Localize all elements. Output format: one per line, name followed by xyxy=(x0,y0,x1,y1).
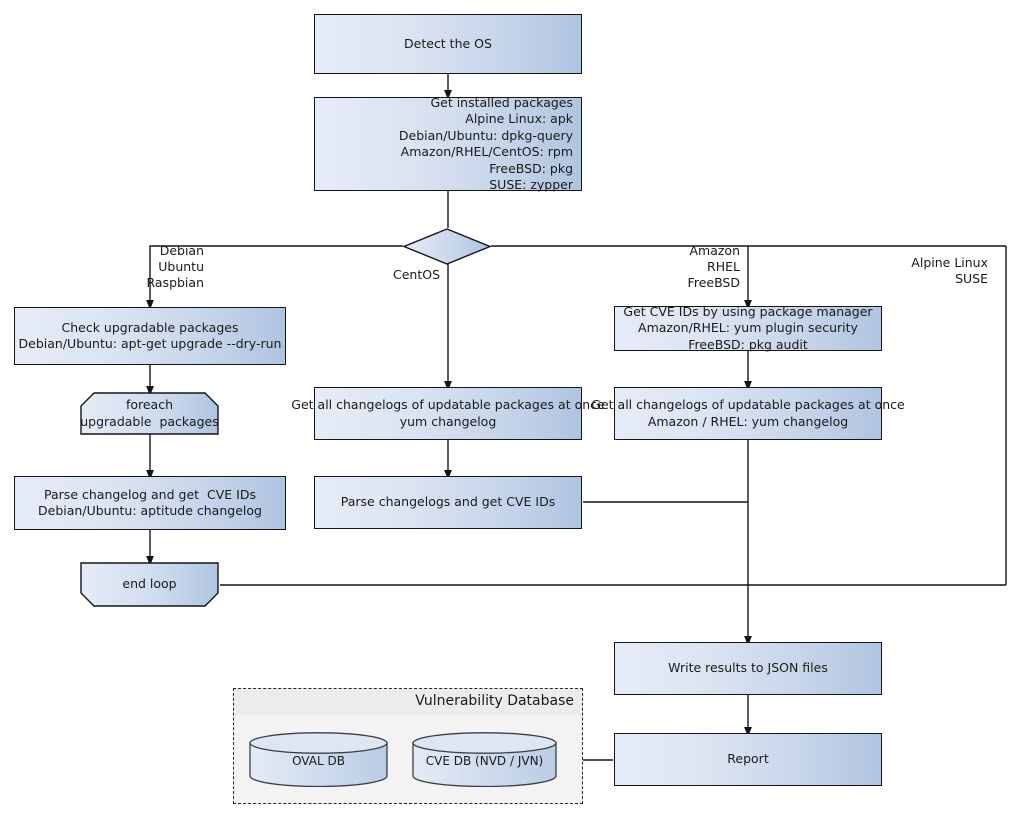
node-changelogs-centos[interactable]: Get all changelogs of updatable packages… xyxy=(291,387,605,440)
node-end-loop-label: end loop xyxy=(122,576,177,592)
node-parse-changelogs-centos[interactable]: Parse changelogs and get CVE IDs xyxy=(314,476,582,529)
branch-label-alpine: Alpine Linux SUSE xyxy=(856,255,988,287)
node-get-cve-package-manager-label: Get CVE IDs by using package manager Ama… xyxy=(623,303,873,352)
node-foreach-loop[interactable]: foreach upgradable packages xyxy=(80,392,219,435)
branch-label-centos-text: CentOS xyxy=(392,267,440,282)
database-cve[interactable]: CVE DB (NVD / JVN) xyxy=(412,732,557,787)
diamond-shape xyxy=(402,228,492,265)
branch-label-debian-text: Debian Ubuntu Raspbian xyxy=(146,243,204,290)
node-detect-os[interactable]: Detect the OS xyxy=(314,14,582,74)
node-end-loop[interactable]: end loop xyxy=(80,562,219,607)
node-write-json-label: Write results to JSON files xyxy=(668,660,828,676)
node-parse-changelogs-centos-label: Parse changelogs and get CVE IDs xyxy=(340,494,556,510)
loop-end-shape xyxy=(80,562,219,607)
database-oval-label: OVAL DB xyxy=(292,754,345,768)
node-changelogs-centos-label: Get all changelogs of updatable packages… xyxy=(291,397,605,429)
branch-label-debian: Debian Ubuntu Raspbian xyxy=(60,243,204,291)
node-get-installed-packages[interactable]: Get installed packages Alpine Linux: apk… xyxy=(314,94,582,193)
node-report-label: Report xyxy=(727,751,769,767)
node-os-decision[interactable] xyxy=(402,228,492,265)
node-changelogs-amazon[interactable]: Get all changelogs of updatable packages… xyxy=(591,387,905,440)
node-changelogs-amazon-label: Get all changelogs of updatable packages… xyxy=(591,397,905,429)
node-check-upgradable-label: Check upgradable packages Debian/Ubuntu:… xyxy=(18,319,282,352)
node-parse-changelog-debian[interactable]: Parse changelog and get CVE IDs Debian/U… xyxy=(14,476,286,530)
node-foreach-loop-label: foreach upgradable packages xyxy=(80,397,219,429)
branch-label-amazon: Amazon RHEL FreeBSD xyxy=(604,243,740,291)
node-get-cve-package-manager[interactable]: Get CVE IDs by using package manager Ama… xyxy=(614,303,882,352)
node-get-installed-packages-label: Get installed packages Alpine Linux: apk… xyxy=(398,94,573,193)
loop-start-shape xyxy=(80,392,219,435)
branch-label-alpine-text: Alpine Linux SUSE xyxy=(911,255,988,286)
node-write-json[interactable]: Write results to JSON files xyxy=(614,642,882,695)
database-cve-label: CVE DB (NVD / JVN) xyxy=(425,754,544,768)
node-report[interactable]: Report xyxy=(614,733,882,786)
node-parse-changelog-debian-label: Parse changelog and get CVE IDs Debian/U… xyxy=(38,486,262,519)
cylinder-shape xyxy=(249,732,388,787)
panel-title: Vulnerability Database xyxy=(415,693,574,709)
node-detect-os-label: Detect the OS xyxy=(404,35,492,51)
panel-titlebar xyxy=(234,689,582,715)
cylinder-shape xyxy=(412,732,557,787)
database-oval[interactable]: OVAL DB xyxy=(249,732,388,787)
node-check-upgradable[interactable]: Check upgradable packages Debian/Ubuntu:… xyxy=(14,307,286,365)
branch-label-amazon-text: Amazon RHEL FreeBSD xyxy=(687,243,740,290)
branch-label-centos: CentOS xyxy=(306,267,440,283)
